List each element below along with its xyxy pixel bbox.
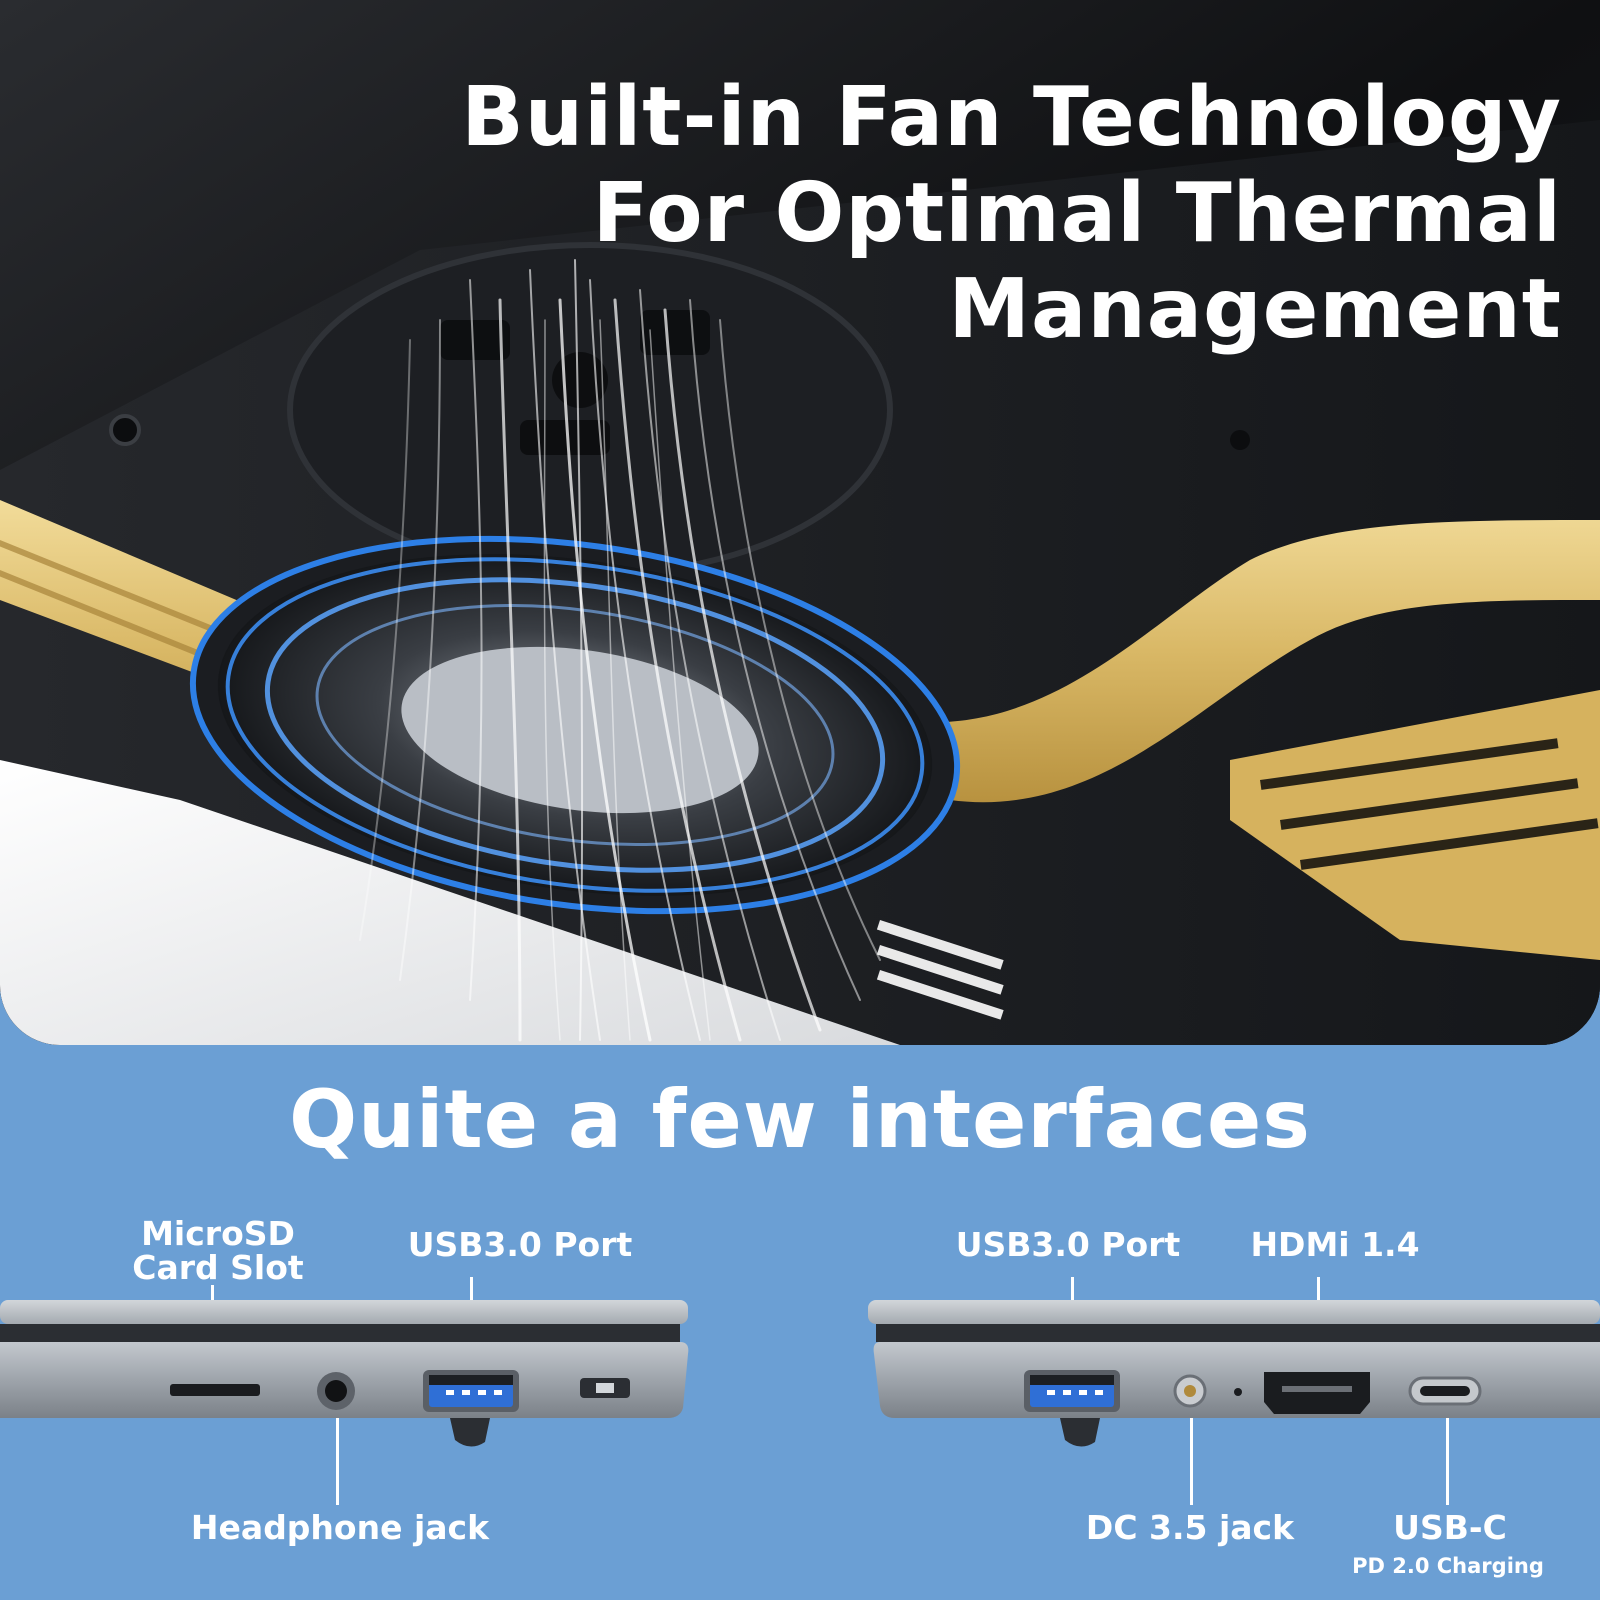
right-usb-label: USB3.0 Port [955, 1225, 1181, 1264]
microsd-slot-icon [170, 1384, 260, 1396]
right-laptop [868, 1300, 1600, 1447]
interfaces-title: Quite a few interfaces [289, 1073, 1311, 1166]
microsd-label: MicroSD Card Slot [128, 1217, 308, 1285]
fan-hero-panel: Built-in Fan Technology For Optimal Ther… [0, 0, 1600, 1045]
fan-illustration [0, 0, 1600, 1045]
headphone-jack-icon [317, 1372, 355, 1410]
usb-port-icon [1024, 1370, 1120, 1412]
hdmi-port-icon [1264, 1372, 1370, 1414]
usb-c-port-icon [1408, 1376, 1482, 1406]
usb-port-icon [423, 1370, 519, 1412]
dc-jack-icon [1173, 1374, 1207, 1408]
headline-line-3: Management [948, 262, 1562, 357]
fan-icon [189, 535, 961, 915]
headphone-leader [336, 1405, 339, 1505]
laptop-side-views [0, 1300, 1600, 1447]
hdmi-label: HDMi 1.4 [1250, 1225, 1420, 1264]
hero-headline: Built-in Fan Technology For Optimal Ther… [362, 70, 1562, 358]
usbc-sublabel: PD 2.0 Charging [1352, 1554, 1544, 1578]
left-usb-label: USB3.0 Port [407, 1225, 633, 1264]
headline-line-1: Built-in Fan Technology [461, 70, 1562, 165]
headline-line-2: For Optimal Thermal [592, 166, 1562, 261]
microsd-label-line-1: MicroSD [141, 1214, 295, 1253]
airflow-icon [359, 259, 881, 1042]
usbc-leader [1446, 1405, 1449, 1505]
left-laptop [0, 1300, 689, 1447]
desk-surface [0, 760, 900, 1045]
headphone-label: Headphone jack [190, 1508, 490, 1547]
microsd-label-line-2: Card Slot [132, 1248, 304, 1287]
dc-jack-label: DC 3.5 jack [1085, 1508, 1295, 1547]
dc-jack-leader [1190, 1405, 1193, 1505]
usbc-label: USB-C [1393, 1508, 1507, 1547]
